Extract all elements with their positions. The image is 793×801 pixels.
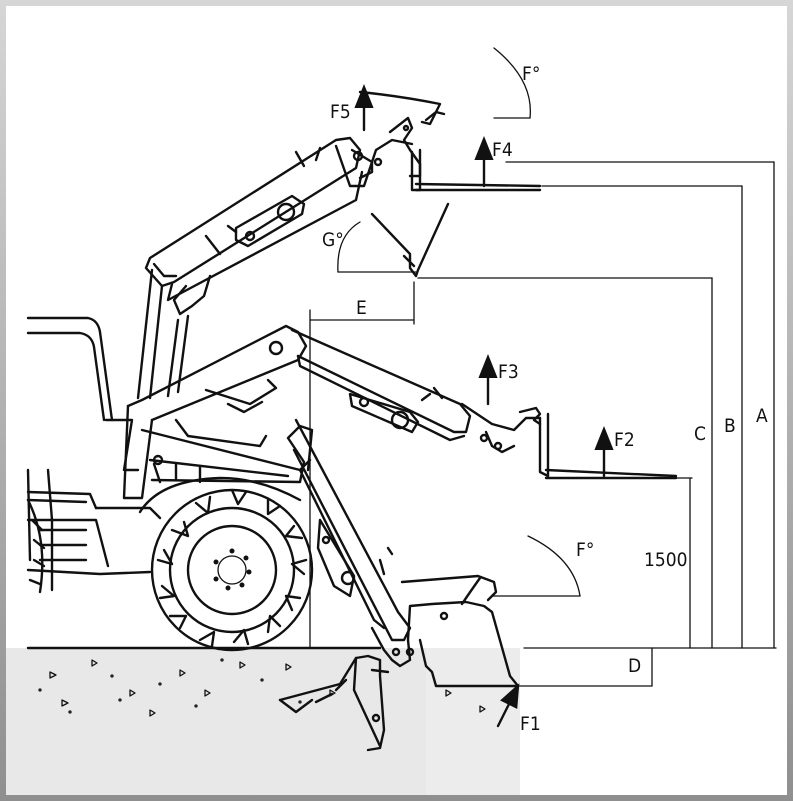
middle-boom [290, 328, 542, 454]
label-F4: F4 [492, 139, 513, 161]
label-F3: F3 [498, 361, 519, 383]
ground-bucket [400, 574, 520, 688]
label-F1: F1 [520, 713, 541, 735]
upper-fork-carriage [388, 116, 542, 192]
rear-tire [26, 498, 46, 594]
label-G-angle: G° [322, 229, 344, 251]
label-F-angle-bottom: F° [576, 539, 594, 561]
force-arrows [354, 84, 614, 728]
label-D: D [628, 655, 641, 677]
lower-boom [292, 418, 415, 668]
upper-boom [136, 136, 414, 400]
digging-bucket [278, 654, 390, 752]
label-F5: F5 [330, 101, 351, 123]
label-B: B [724, 415, 736, 437]
label-E: E [356, 297, 367, 319]
ground [6, 646, 520, 795]
gravel-marks [38, 658, 486, 717]
label-1500: 1500 [644, 549, 688, 571]
tractor-cab [26, 316, 162, 592]
tire-tread [156, 488, 308, 648]
label-F-angle-top: F° [522, 63, 540, 85]
label-A: A [756, 405, 768, 427]
arrow-F1 [496, 683, 520, 728]
labels: F5 F° F4 G° E F3 F2 C B A F° 1500 D F1 [322, 63, 768, 735]
label-F2: F2 [614, 429, 635, 451]
front-wheel [138, 476, 314, 652]
dimension-lines [309, 47, 777, 687]
label-C: C [694, 423, 706, 445]
